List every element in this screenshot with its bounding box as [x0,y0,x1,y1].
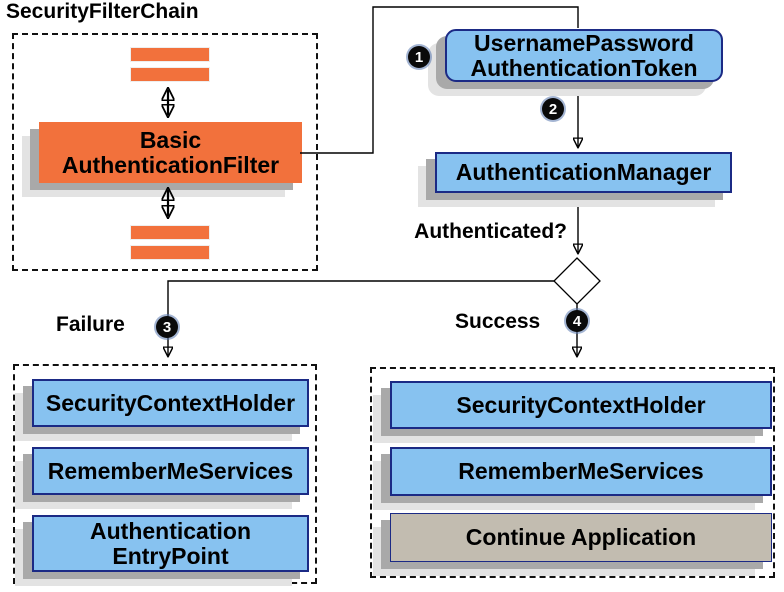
authentication-entry-point-label-line1: Authentication [90,518,251,545]
step-1-badge: 1 [408,46,430,68]
authentication-entry-point-label-line2: EntryPoint [112,542,229,569]
continue-application-node: Continue Application [390,513,772,562]
failure-handlers-group: SecurityContextHolder RememberMeServices… [13,364,317,584]
authentication-manager-node: AuthenticationManager [435,152,732,193]
filter-slot-bar [130,225,210,240]
filter-slot-bar [130,245,210,260]
filter-slot-bar [130,67,210,82]
basic-authentication-filter-label-line1: Basic [139,127,202,154]
success-security-context-holder-label: SecurityContextHolder [456,391,706,418]
filter-slot-bar [130,47,210,62]
failure-security-context-holder-node: SecurityContextHolder [32,379,309,427]
authenticated-question-label: Authenticated? [414,220,567,243]
step-3-badge: 3 [156,316,178,338]
failure-remember-me-services-node: RememberMeServices [32,447,309,495]
decision-diamond [553,257,601,305]
failure-security-context-holder-label: SecurityContextHolder [45,389,296,416]
token-label-line1: UsernamePassword [474,30,694,57]
basic-authentication-filter-node: Basic AuthenticationFilter [39,122,302,183]
authentication-entry-point-node: Authentication EntryPoint [32,515,309,572]
failure-remember-me-services-label: RememberMeServices [47,457,294,484]
page-title: SecurityFilterChain [6,0,199,23]
success-security-context-holder-node: SecurityContextHolder [390,381,772,429]
success-remember-me-services-label: RememberMeServices [458,458,704,485]
continue-application-label: Continue Application [465,524,697,551]
token-label-line2: AuthenticationToken [470,54,698,81]
authentication-manager-label: AuthenticationManager [455,159,712,186]
success-label: Success [455,310,541,333]
username-password-authentication-token-node: UsernamePassword AuthenticationToken [445,29,723,82]
basic-authentication-filter-label-line2: AuthenticationFilter [61,151,280,178]
step-4-badge: 4 [566,310,588,332]
step-2-badge: 2 [542,98,564,120]
security-filter-chain-group: Basic AuthenticationFilter [12,33,318,271]
success-remember-me-services-node: RememberMeServices [390,447,772,496]
success-handlers-group: SecurityContextHolder RememberMeServices… [370,367,775,578]
failure-label: Failure [56,313,125,336]
